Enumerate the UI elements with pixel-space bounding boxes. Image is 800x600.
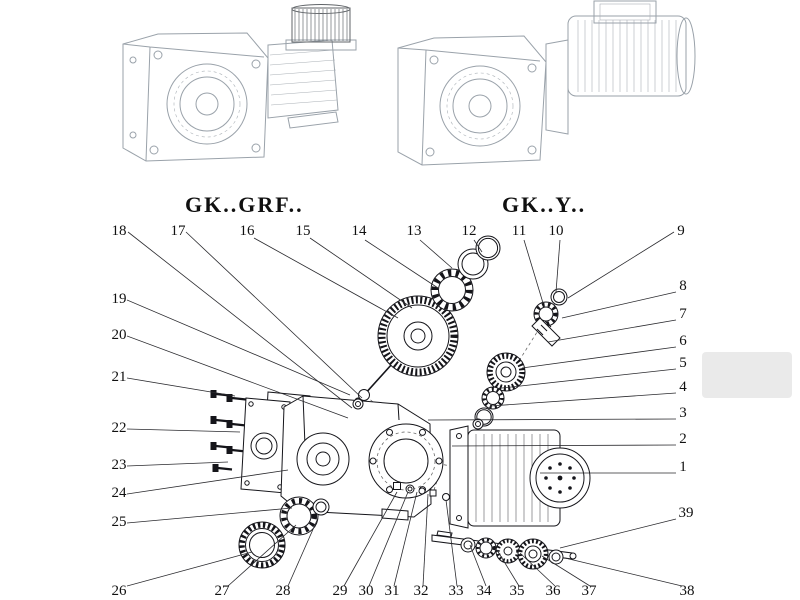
callout-18: 18: [112, 223, 127, 239]
callout-20: 20: [112, 327, 127, 343]
callout-33: 33: [449, 583, 464, 599]
electric-motor: [449, 418, 591, 529]
callout-27: 27: [215, 583, 231, 599]
callout-25: 25: [112, 514, 127, 530]
assembled-view-gk-grf: [122, 4, 357, 162]
callout-4: 4: [679, 379, 687, 395]
assembled-view-gk-y: [397, 0, 696, 166]
callout-13: 13: [407, 223, 422, 239]
lower-bearing-ring-set: [238, 496, 330, 569]
leader-lines: [126, 231, 683, 587]
callout-9: 9: [677, 223, 685, 239]
callout-10: 10: [549, 223, 564, 239]
callout-11: 11: [512, 223, 526, 239]
callout-23: 23: [112, 457, 127, 473]
callout-30: 30: [359, 583, 374, 599]
callout-24: 24: [112, 485, 128, 501]
electric-motor-ghost: [545, 0, 696, 135]
callout-22: 22: [112, 420, 127, 436]
exploded-view: [210, 235, 591, 570]
output-shaft-assembly: [431, 530, 577, 570]
gear-housing: [280, 395, 444, 521]
main-gear-and-shaft: [354, 295, 459, 405]
callout-5: 5: [679, 355, 687, 371]
callout-6: 6: [679, 333, 687, 349]
callout-17: 17: [171, 223, 187, 239]
callout-15: 15: [296, 223, 311, 239]
callout-28: 28: [276, 583, 291, 599]
callout-16: 16: [240, 223, 256, 239]
callout-19: 19: [112, 291, 127, 307]
callout-14: 14: [352, 223, 368, 239]
callout-3: 3: [679, 405, 687, 421]
callout-39: 39: [679, 505, 694, 521]
callout-1: 1: [679, 459, 687, 475]
callout-36: 36: [546, 583, 562, 599]
callout-31: 31: [385, 583, 400, 599]
small-fasteners: [393, 482, 450, 501]
upper-bearing-set: [430, 235, 501, 312]
model-label-gk-y: GK..Y..: [502, 192, 587, 217]
motor-adapter-cap: [291, 4, 351, 43]
callout-26: 26: [112, 583, 128, 599]
callout-35: 35: [510, 583, 525, 599]
fan-grille-dots: [544, 462, 576, 494]
callout-12: 12: [462, 223, 477, 239]
callout-34: 34: [477, 583, 493, 599]
callout-32: 32: [414, 583, 429, 599]
callout-numbers: 18 17 16 15 14 13 12 11 10 9 8 7 6 5 4 3…: [112, 223, 695, 599]
watermark-box: [702, 352, 792, 398]
callout-38: 38: [680, 583, 695, 599]
input-pinion-set: [474, 288, 568, 427]
callout-7: 7: [679, 306, 687, 322]
callout-29: 29: [333, 583, 348, 599]
cover-screws: [210, 390, 247, 472]
callout-21: 21: [112, 369, 127, 385]
callout-2: 2: [679, 431, 687, 447]
callout-8: 8: [679, 278, 687, 294]
callout-37: 37: [582, 583, 598, 599]
model-label-gk-grf: GK..GRF..: [185, 192, 304, 217]
